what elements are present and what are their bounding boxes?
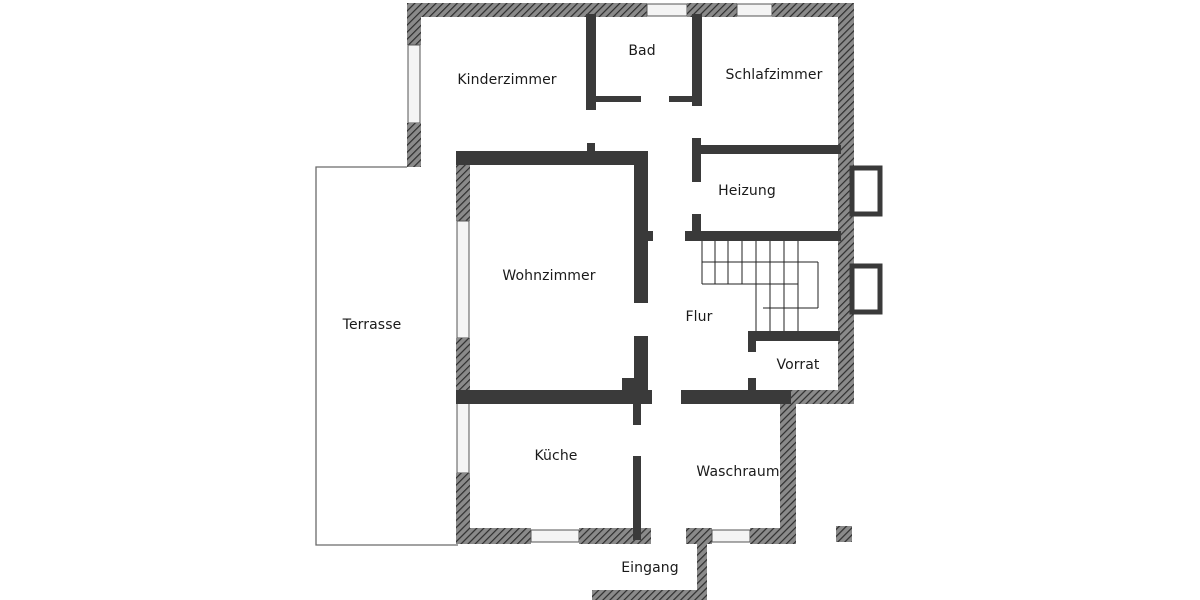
room-label-heizung: Heizung	[718, 183, 776, 199]
heating-walls	[681, 138, 841, 404]
living-kitchen-walls	[456, 143, 653, 544]
room-label-schlafzimmer: Schlafzimmer	[725, 67, 823, 83]
room-label-flur: Flur	[685, 309, 713, 325]
room-label-terrasse: Terrasse	[342, 317, 402, 333]
room-label-eingang: Eingang	[621, 560, 679, 576]
room-label-vorrat: Vorrat	[776, 357, 820, 373]
room-label-bad: Bad	[628, 43, 656, 59]
terrace-outline	[315, 166, 458, 546]
room-label-wohnzimmer: Wohnzimmer	[502, 268, 596, 284]
interior-door-markers	[681, 390, 695, 404]
room-label-kinderzimmer: Kinderzimmer	[457, 72, 557, 88]
staircase	[701, 241, 819, 331]
bathroom-walls	[586, 14, 702, 110]
room-label-kueche: Küche	[534, 448, 578, 464]
exterior-walls	[407, 3, 883, 600]
room-label-waschraum: Waschraum	[696, 464, 780, 480]
